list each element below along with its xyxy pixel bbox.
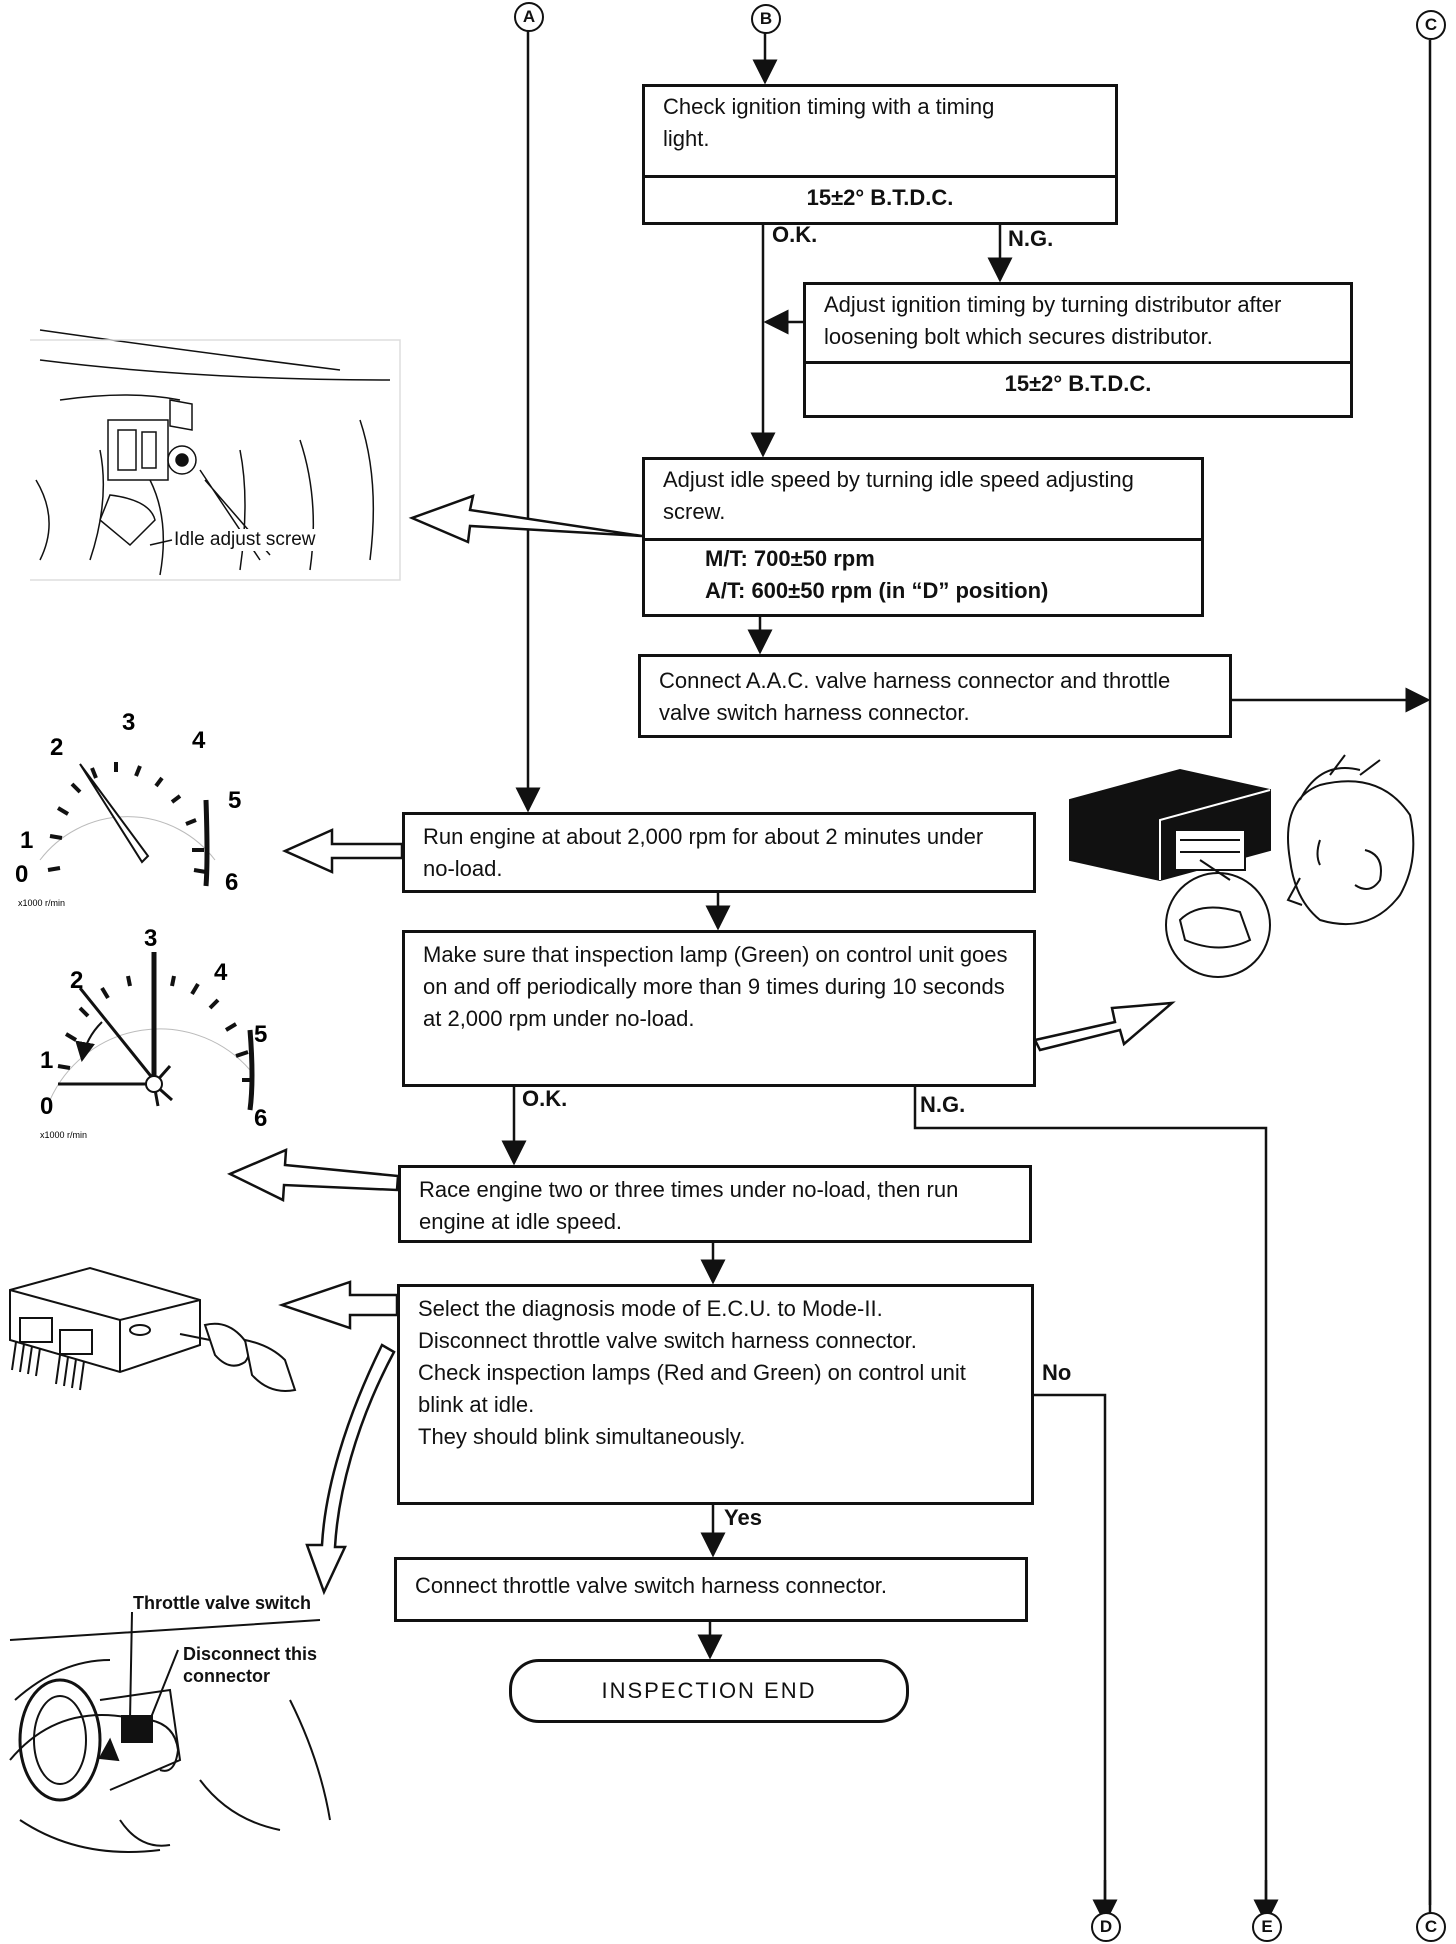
svg-text:5: 5 bbox=[228, 787, 241, 814]
select-mode-line1: Select the diagnosis mode of E.C.U. to M… bbox=[418, 1296, 883, 1321]
branch-no: No bbox=[1042, 1360, 1072, 1385]
branch-yes: Yes bbox=[724, 1505, 762, 1530]
terminal-c-top: C bbox=[1416, 10, 1446, 40]
adjust-idle-speed-box: Adjust idle speed by turning idle speed … bbox=[642, 457, 1204, 617]
branch-ok-timing: O.K. bbox=[772, 222, 818, 247]
terminal-a: A bbox=[514, 2, 544, 32]
svg-text:0: 0 bbox=[15, 861, 28, 888]
svg-text:4: 4 bbox=[214, 959, 228, 986]
ecu-inspection-illustration bbox=[1069, 754, 1415, 978]
terminal-e: E bbox=[1252, 1912, 1282, 1942]
branch-ng-lamp: N.G. bbox=[920, 1092, 966, 1117]
svg-text:5: 5 bbox=[254, 1021, 267, 1048]
connect-aac-text: Connect A.A.C. valve harness connector a… bbox=[659, 668, 1171, 725]
idle-spec-mt: M/T: 700±50 rpm bbox=[705, 546, 875, 571]
throttle-valve-switch-illustration bbox=[9, 1611, 331, 1853]
select-mode-line3: Check inspection lamps (Red and Green) o… bbox=[418, 1360, 966, 1417]
inspection-end-terminator: INSPECTION END bbox=[509, 1659, 909, 1723]
race-engine-box: Race engine two or three times under no-… bbox=[398, 1165, 1032, 1243]
check-ignition-timing-text: Check ignition timing with a timing ligh… bbox=[663, 94, 995, 151]
select-mode-line4: They should blink simultaneously. bbox=[418, 1424, 746, 1449]
adjust-ignition-timing-text: Adjust ignition timing by turning distri… bbox=[824, 292, 1282, 349]
adjust-ignition-timing-box: Adjust ignition timing by turning distri… bbox=[803, 282, 1353, 418]
tachometer-gauge-sweep: 0 1 2 3 4 5 6 x1000 r/min bbox=[40, 925, 267, 1140]
svg-text:4: 4 bbox=[192, 727, 206, 754]
svg-text:x1000 r/min: x1000 r/min bbox=[18, 898, 65, 908]
terminal-c-bottom: C bbox=[1416, 1912, 1446, 1942]
svg-text:2: 2 bbox=[70, 967, 83, 994]
svg-text:3: 3 bbox=[122, 709, 135, 736]
connect-aac-box: Connect A.A.C. valve harness connector a… bbox=[638, 654, 1232, 738]
svg-text:2: 2 bbox=[50, 734, 63, 761]
idle-spec-at: A/T: 600±50 rpm (in “D” position) bbox=[705, 578, 1049, 603]
connect-throttle-box: Connect throttle valve switch harness co… bbox=[394, 1557, 1028, 1622]
tachometer-gauge-2000: 0 1 2 3 4 5 6 x1000 r/min bbox=[15, 709, 241, 908]
svg-text:3: 3 bbox=[144, 925, 157, 952]
select-mode-line2: Disconnect throttle valve switch harness… bbox=[418, 1328, 917, 1353]
run-engine-box: Run engine at about 2,000 rpm for about … bbox=[402, 812, 1036, 893]
branch-ok-lamp: O.K. bbox=[522, 1086, 568, 1111]
idle-adjust-screw-caption: Idle adjust screw bbox=[174, 529, 316, 551]
throttle-valve-switch-caption: Throttle valve switch bbox=[133, 1592, 312, 1614]
adjust-ignition-timing-spec: 15±2° B.T.D.C. bbox=[806, 361, 1350, 404]
make-sure-lamp-box: Make sure that inspection lamp (Green) o… bbox=[402, 930, 1036, 1087]
svg-text:6: 6 bbox=[225, 869, 238, 896]
adjust-idle-speed-text: Adjust idle speed by turning idle speed … bbox=[663, 467, 1134, 524]
disconnect-connector-caption: Disconnect this connector bbox=[183, 1643, 343, 1687]
make-sure-lamp-text: Make sure that inspection lamp (Green) o… bbox=[423, 942, 1008, 1031]
connect-throttle-text: Connect throttle valve switch harness co… bbox=[415, 1573, 888, 1598]
check-ignition-timing-box: Check ignition timing with a timing ligh… bbox=[642, 84, 1118, 225]
svg-text:1: 1 bbox=[40, 1047, 53, 1074]
terminal-d: D bbox=[1091, 1912, 1121, 1942]
branch-ng-timing: N.G. bbox=[1008, 226, 1054, 251]
check-ignition-timing-spec: 15±2° B.T.D.C. bbox=[645, 175, 1115, 218]
select-diagnosis-mode-box: Select the diagnosis mode of E.C.U. to M… bbox=[397, 1284, 1034, 1505]
ecu-screwdriver-illustration bbox=[9, 1266, 297, 1392]
terminal-b: B bbox=[751, 4, 781, 34]
svg-text:1: 1 bbox=[20, 827, 33, 854]
svg-text:6: 6 bbox=[254, 1105, 267, 1132]
race-engine-text: Race engine two or three times under no-… bbox=[419, 1177, 959, 1234]
run-engine-text: Run engine at about 2,000 rpm for about … bbox=[423, 824, 984, 881]
svg-text:0: 0 bbox=[40, 1093, 53, 1120]
svg-text:x1000 r/min: x1000 r/min bbox=[40, 1130, 87, 1140]
engine-idle-screw-illustration bbox=[30, 329, 401, 581]
